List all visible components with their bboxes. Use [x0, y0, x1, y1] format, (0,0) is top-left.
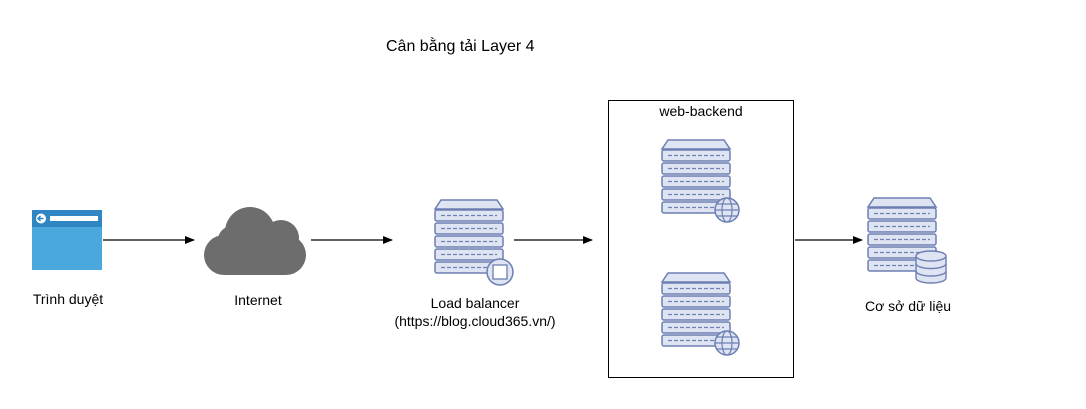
- cloud-icon: [204, 207, 306, 275]
- database-label: Cơ sở dữ liệu: [864, 298, 952, 314]
- diagram-title: Cân bằng tải Layer 4: [386, 38, 535, 55]
- load-balancer-url: (https://blog.cloud365.vn/): [394, 313, 556, 329]
- internet-label: Internet: [234, 292, 282, 308]
- web-backend-group: [608, 100, 794, 378]
- web-server-globe-icon: [661, 272, 740, 356]
- browser-label: Trình duyệt: [32, 291, 104, 307]
- database-server-icon: [867, 197, 947, 284]
- load-balancer-label: Load balancer: [430, 295, 520, 311]
- web-server-globe-icon: [661, 139, 740, 223]
- web-backend-label: web-backend: [659, 103, 743, 119]
- browser-window-icon: [32, 210, 102, 270]
- server-with-proxy-icon: [434, 199, 514, 286]
